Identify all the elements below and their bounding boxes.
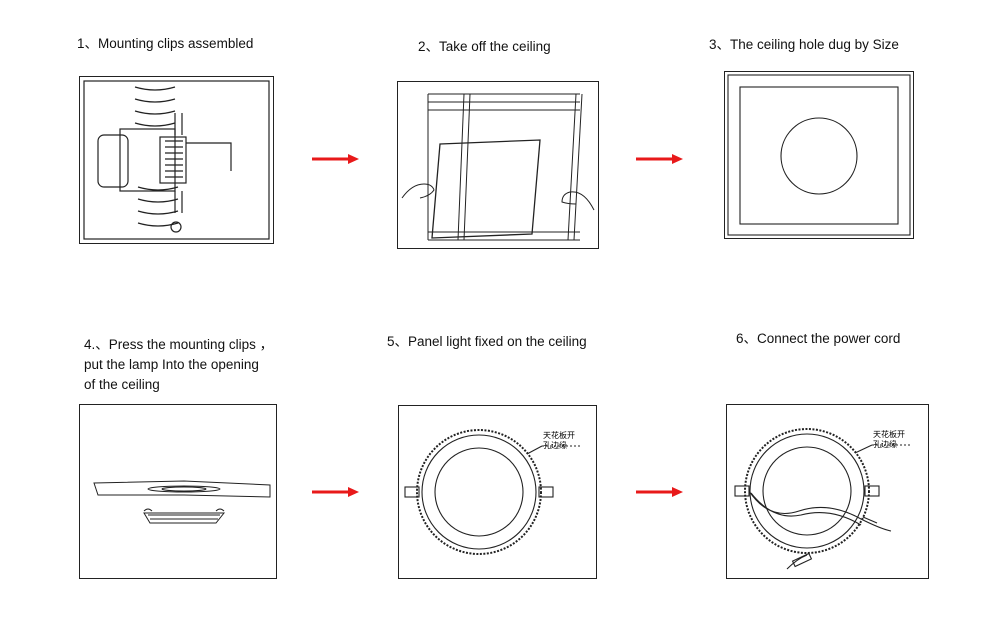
arrow-right-icon bbox=[312, 487, 359, 497]
step-3-illustration bbox=[724, 71, 914, 239]
step-4-illustration bbox=[79, 404, 277, 579]
step-1-caption: 1、Mounting clips assembled bbox=[77, 36, 254, 51]
step-2-illustration bbox=[397, 81, 599, 249]
step-6-illustration: 天花板开 孔边缘 bbox=[726, 404, 929, 579]
step-4-caption-line-2: put the lamp Into the opening bbox=[84, 357, 259, 372]
step-6-caption: 6、Connect the power cord bbox=[736, 331, 901, 346]
step-6-annotation-line-1: 天花板开 bbox=[873, 429, 905, 439]
step-6-annotation-line-2: 孔边缘 bbox=[873, 439, 897, 449]
step-1-illustration bbox=[79, 76, 274, 244]
step-3-caption: 3、The ceiling hole dug by Size bbox=[709, 37, 899, 52]
step-5-caption: 5、Panel light fixed on the ceiling bbox=[387, 334, 587, 349]
step-4-caption-line-1: 4.、Press the mounting clips ， bbox=[84, 337, 274, 352]
step-2-caption: 2、Take off the ceiling bbox=[418, 39, 551, 54]
arrow-right-icon bbox=[636, 487, 683, 497]
arrow-right-icon bbox=[312, 154, 359, 164]
step-5-annotation-line-1: 天花板开 bbox=[543, 430, 575, 440]
step-5-illustration: 天花板开 孔边缘 bbox=[398, 405, 597, 579]
arrow-right-icon bbox=[636, 154, 683, 164]
step-5-annotation-line-2: 孔边缘 bbox=[543, 440, 567, 450]
step-4-caption-line-3: of the ceiling bbox=[84, 377, 160, 392]
